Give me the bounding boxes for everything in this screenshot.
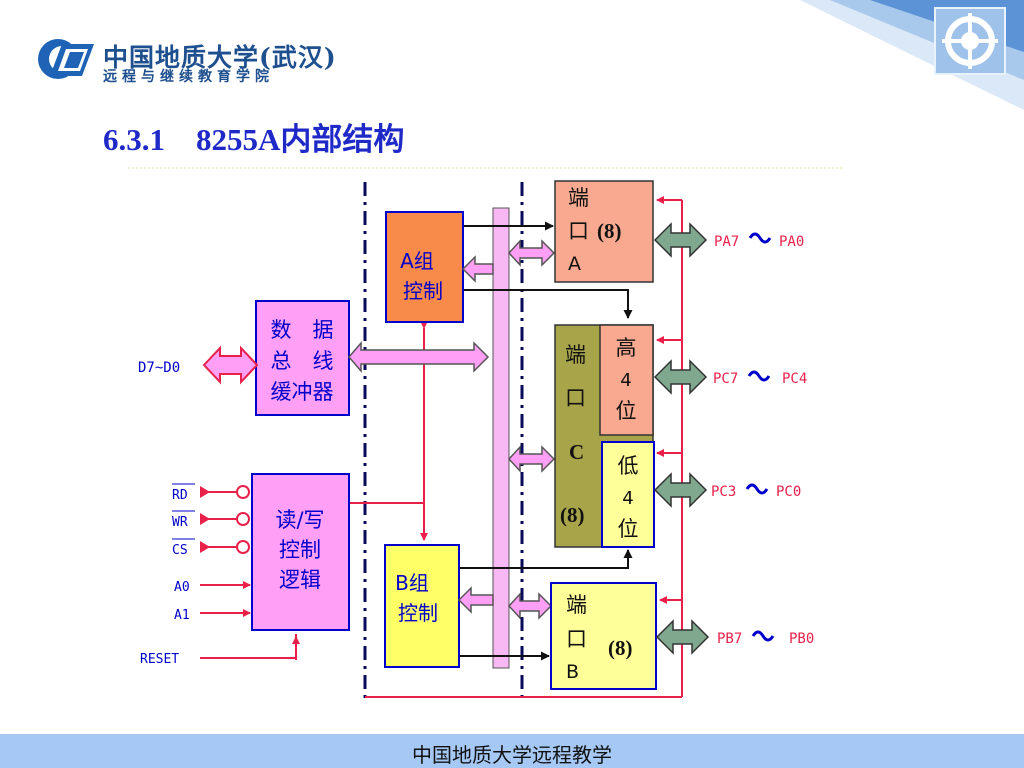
port-c-low [601,441,655,548]
rw-logic-line2: 控制 [279,538,321,562]
port-c-width: (8) [560,503,585,527]
group-a-control [385,211,464,323]
port-b-line2: 口 [566,627,587,651]
group-b-control [384,544,460,668]
footer-text: 中国地质大学远程教学 [412,743,612,767]
group-a-line1: A组 [400,249,434,273]
control-inputs: RD WR CS A0 A1 RESET [140,483,251,667]
gear-emblem-icon [934,7,1006,75]
pb0-label: PB0 [789,631,814,647]
slide-title: 6.3.1 8255A内部结构 [103,122,405,157]
tilde-icon [751,630,775,642]
tilde-icon [748,232,772,244]
port-a-line2: 口 [568,219,589,243]
port-c-low-line2: 4 [622,488,633,509]
port-c-high-line1: 高 [616,336,637,360]
data-bus-buffer-line1: 数 据 [271,318,334,342]
group-b-line2: 控制 [398,601,438,625]
pc0-label: PC0 [776,484,801,500]
port-b-line1: 端 [566,593,587,617]
pc7-label: PC7 [713,371,738,387]
port-c-high-line2: 4 [620,370,631,391]
port-a [554,180,654,283]
port-c-line1: 端 [565,343,586,367]
buffer-to-bus-arrow [348,340,490,374]
port-b-line3: B [566,661,579,683]
port-c-line2: 口 [565,386,586,410]
rw-logic-line1: 读/写 [275,508,324,532]
data-bus-buffer-line3: 缓冲器 [271,380,334,404]
university-logo [36,36,96,82]
bus-to-group-a-arrow [461,255,494,283]
port-a-width: (8) [597,219,622,243]
bus-to-group-b-arrow [457,586,494,614]
a0-label: A0 [174,580,190,595]
wr-label: WR [172,515,188,530]
port-a-line1: 端 [568,186,589,210]
group-control-lines [459,221,633,661]
port-c-letter: C [569,440,584,464]
corner-decoration [800,0,1024,110]
group-a-line2: 控制 [403,279,443,303]
control-lines [200,196,683,698]
tilde-icon [745,483,769,495]
pb7-label: PB7 [717,631,742,647]
cs-label: CS [172,543,188,558]
port-c-low-line3: 位 [618,517,639,541]
rd-label: RD [172,488,188,503]
port-c-low-line1: 低 [618,454,639,478]
internal-data-bus [492,207,510,669]
footer-bar [0,734,1024,768]
pc4-label: PC4 [782,371,807,387]
port-c-high-line3: 位 [616,399,637,423]
cug-logo-icon [38,39,94,79]
d7-d0-label: D7~D0 [138,360,180,376]
data-bus-buffer [255,300,350,416]
port-c-high [599,324,654,436]
external-port-arrows [653,222,710,655]
reset-label: RESET [140,652,179,667]
data-bus-buffer-line2: 总 线 [271,349,334,373]
a1-label: A1 [174,608,190,623]
pc3-label: PC3 [711,484,736,500]
rw-logic-line3: 逻辑 [279,568,321,592]
tilde-icon [747,370,771,382]
pa7-label: PA7 [714,234,739,250]
port-b-width: (8) [608,636,633,660]
port-a-line3: A [568,253,581,275]
university-name: 中国地质大学(武汉) [103,43,337,72]
port-b [550,582,657,690]
data-bus-external-arrow [202,345,259,385]
group-b-line1: B组 [395,571,429,595]
8255a-block-diagram: 数 据 总 线 缓冲器 D7~D0 读/写 控制 逻辑 RD WR CS A0 … [128,167,843,700]
read-write-logic [251,473,350,631]
college-name: 远程与继续教育学院 [103,69,274,85]
pa0-label: PA0 [779,234,804,250]
bus-port-arrows [507,239,556,620]
pin-labels: PA7 PA0 PC7 PC4 PC3 PC0 PB7 PB0 [711,232,814,647]
